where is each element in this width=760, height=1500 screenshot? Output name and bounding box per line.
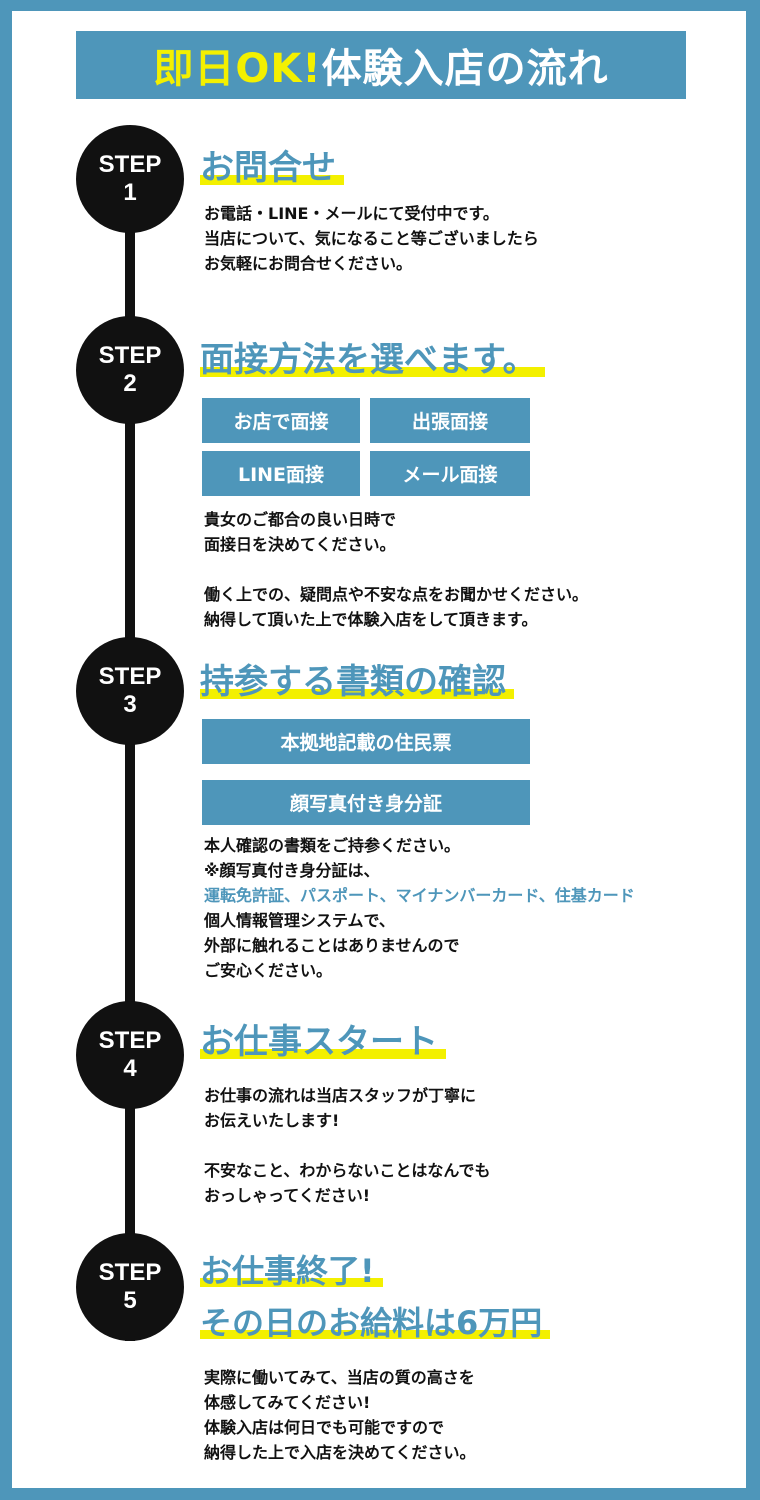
text-line: ※顔写真付き身分証は、 — [204, 861, 380, 880]
interview-option-line: LINE面接 — [202, 451, 360, 496]
document-resident-card: 本拠地記載の住民票 — [202, 719, 530, 764]
step-3-heading: 持参する書類の確認 — [200, 662, 514, 702]
text-line: お電話・LINE・メールにて受付中です。 — [204, 204, 499, 223]
title-highlight: 即日OK! — [153, 46, 322, 92]
step-4-description: お仕事の流れは当店スタッフが丁寧に お伝えいたします! 不安なこと、わからないこ… — [204, 1083, 491, 1208]
step-label: STEP — [98, 1259, 162, 1287]
step-label: STEP — [98, 1027, 162, 1055]
text-line: お気軽にお問合せください。 — [204, 254, 413, 273]
step-number: 4 — [123, 1055, 137, 1082]
step-1-badge: STEP 1 — [76, 125, 184, 233]
step-number: 2 — [123, 370, 137, 397]
text-line: ご安心ください。 — [204, 961, 333, 980]
text-line: お仕事の流れは当店スタッフが丁寧に — [204, 1086, 477, 1105]
step-number: 1 — [123, 179, 137, 206]
text-line: 体感してみてください! — [204, 1393, 371, 1412]
step-1-description: お電話・LINE・メールにて受付中です。 当店について、気になること等ございまし… — [204, 201, 539, 276]
step-label: STEP — [98, 342, 162, 370]
step-3-badge: STEP 3 — [76, 637, 184, 745]
text-line: 当店について、気になること等ございましたら — [204, 229, 539, 248]
text-line: お伝えいたします! — [204, 1111, 340, 1130]
text-line: 個人情報管理システムで、 — [204, 911, 395, 930]
text-line: 不安なこと、わからないことはなんでも — [204, 1161, 491, 1180]
document-photo-id: 顔写真付き身分証 — [202, 780, 530, 825]
step-5-heading: お仕事終了! — [200, 1252, 383, 1290]
step-5-description: 実際に働いてみて、当店の質の高さを 体感してみてください! 体験入店は何日でも可… — [204, 1365, 476, 1465]
title-text: 体験入店の流れ — [321, 46, 609, 92]
flow-panel: 即日OK!体験入店の流れ STEP 1 お問合せ お電話・LINE・メールにて受… — [12, 11, 746, 1488]
text-line: 面接日を決めてください。 — [204, 535, 396, 554]
interview-option-mail: メール面接 — [370, 451, 530, 496]
step-2-description: 貴女のご都合の良い日時で 面接日を決めてください。 働く上での、疑問点や不安な点… — [204, 507, 588, 632]
step-4-heading: お仕事スタート — [200, 1022, 446, 1062]
step-2-badge: STEP 2 — [76, 316, 184, 424]
text-line: 外部に触れることはありませんので — [204, 936, 460, 955]
text-line: おっしゃってください! — [204, 1186, 371, 1205]
text-line: 実際に働いてみて、当店の質の高さを — [204, 1368, 475, 1387]
text-line: 本人確認の書類をご持参ください。 — [204, 836, 461, 855]
step-label: STEP — [98, 151, 162, 179]
step-4-badge: STEP 4 — [76, 1001, 184, 1109]
step-5-badge: STEP 5 — [76, 1233, 184, 1341]
text-line: 納得した上で入店を決めてください。 — [204, 1443, 476, 1462]
interview-option-store: お店で面接 — [202, 398, 360, 443]
step-3-description: 本人確認の書類をご持参ください。 ※顔写真付き身分証は、 運転免許証、パスポート… — [204, 833, 635, 983]
text-line — [204, 1133, 491, 1158]
text-line: 体験入店は何日でも可能ですので — [204, 1418, 445, 1437]
text-line: 貴女のご都合の良い日時で — [204, 510, 397, 529]
text-line — [204, 557, 588, 582]
title-banner: 即日OK!体験入店の流れ — [76, 31, 686, 99]
interview-option-visit: 出張面接 — [370, 398, 530, 443]
step-number: 3 — [123, 691, 137, 718]
text-line: 納得して頂いた上で体験入店をして頂きます。 — [204, 610, 538, 629]
step-label: STEP — [98, 663, 162, 691]
step-1-heading: お問合せ — [200, 148, 344, 188]
id-types-line: 運転免許証、パスポート、マイナンバーカード、住基カード — [204, 886, 635, 905]
step-5-pay-heading: その日のお給料は6万円 — [200, 1304, 551, 1342]
text-line: 働く上での、疑問点や不安な点をお聞かせください。 — [204, 585, 589, 604]
step-2-heading: 面接方法を選べます。 — [200, 340, 545, 380]
step-number: 5 — [123, 1287, 137, 1314]
